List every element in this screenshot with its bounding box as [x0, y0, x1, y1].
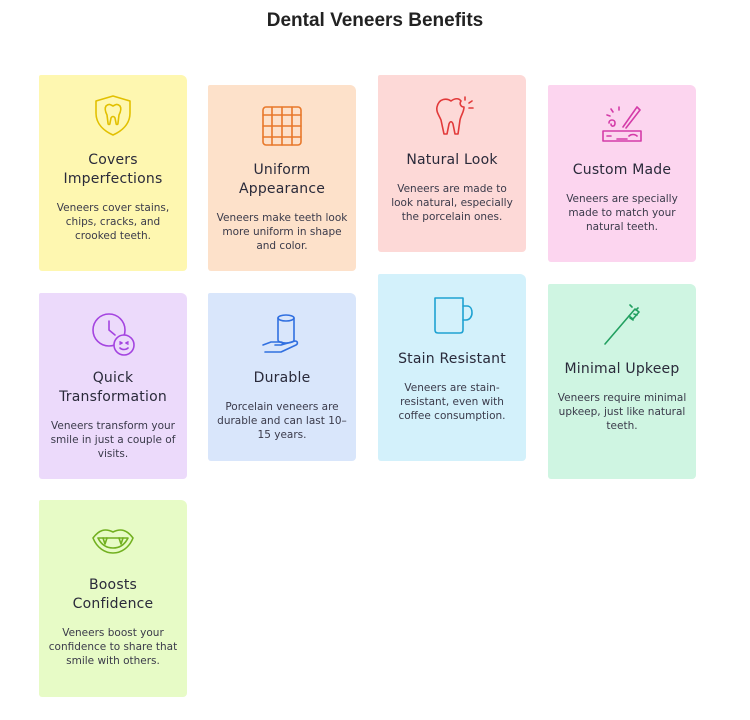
card-description: Porcelain veneers are durable and can la…	[217, 401, 347, 441]
sparkling-tooth-icon	[436, 96, 474, 135]
shield-tooth-icon	[95, 95, 131, 136]
page-title: Dental Veneers Benefits	[266, 10, 484, 31]
card-durable: Durable Porcelain veneers are durable an…	[208, 293, 356, 461]
card-description: Veneers are stain-resistant, even with c…	[398, 382, 506, 422]
card-title: Uniform Appearance	[238, 162, 326, 197]
card-title: Covers Imperfections	[63, 152, 163, 187]
card-stain-resistant: Stain Resistant Veneers are stain-resist…	[378, 274, 526, 461]
card-title: Quick Transformation	[59, 370, 167, 405]
card-title: Natural Look	[406, 152, 498, 168]
card-title: Custom Made	[572, 162, 672, 178]
smile-mouth-icon	[92, 529, 134, 554]
card-covers-imperfections: Covers Imperfections Veneers cover stain…	[39, 75, 187, 271]
card-description: Veneers are specially made to match your…	[566, 193, 678, 233]
card-description: Veneers transform your smile in just a c…	[50, 420, 176, 460]
card-natural-look: Natural Look Veneers are made to look na…	[378, 75, 526, 252]
card-description: Veneers boost your confidence to share t…	[48, 627, 178, 667]
teeth-icon	[262, 106, 302, 146]
carving-tool-icon	[602, 106, 642, 142]
card-custom-made: Custom Made Veneers are specially made t…	[548, 85, 696, 262]
card-description: Veneers are made to look natural, especi…	[391, 183, 513, 223]
card-boosts-confidence: Boosts Confidence Veneers boost your con…	[39, 500, 187, 697]
card-minimal-upkeep: Minimal Upkeep Veneers require minimal u…	[548, 284, 696, 479]
card-description: Veneers make teeth look more uniform in …	[216, 212, 348, 252]
mug-icon	[434, 297, 473, 334]
toothbrush-icon	[604, 304, 640, 345]
card-description: Veneers require minimal upkeep, just lik…	[557, 392, 687, 432]
card-title: Stain Resistant	[398, 351, 506, 367]
card-uniform-appearance: Uniform Appearance Veneers make teeth lo…	[208, 85, 356, 271]
card-title: Minimal Upkeep	[564, 361, 680, 377]
hand-cylinder-icon	[262, 314, 299, 353]
card-title: Durable	[253, 370, 311, 386]
clock-smile-icon	[92, 313, 135, 356]
card-quick-transformation: Quick Transformation Veneers transform y…	[39, 293, 187, 479]
card-description: Veneers cover stains, chips, cracks, and…	[56, 202, 170, 242]
card-title: Boosts Confidence	[72, 577, 154, 612]
